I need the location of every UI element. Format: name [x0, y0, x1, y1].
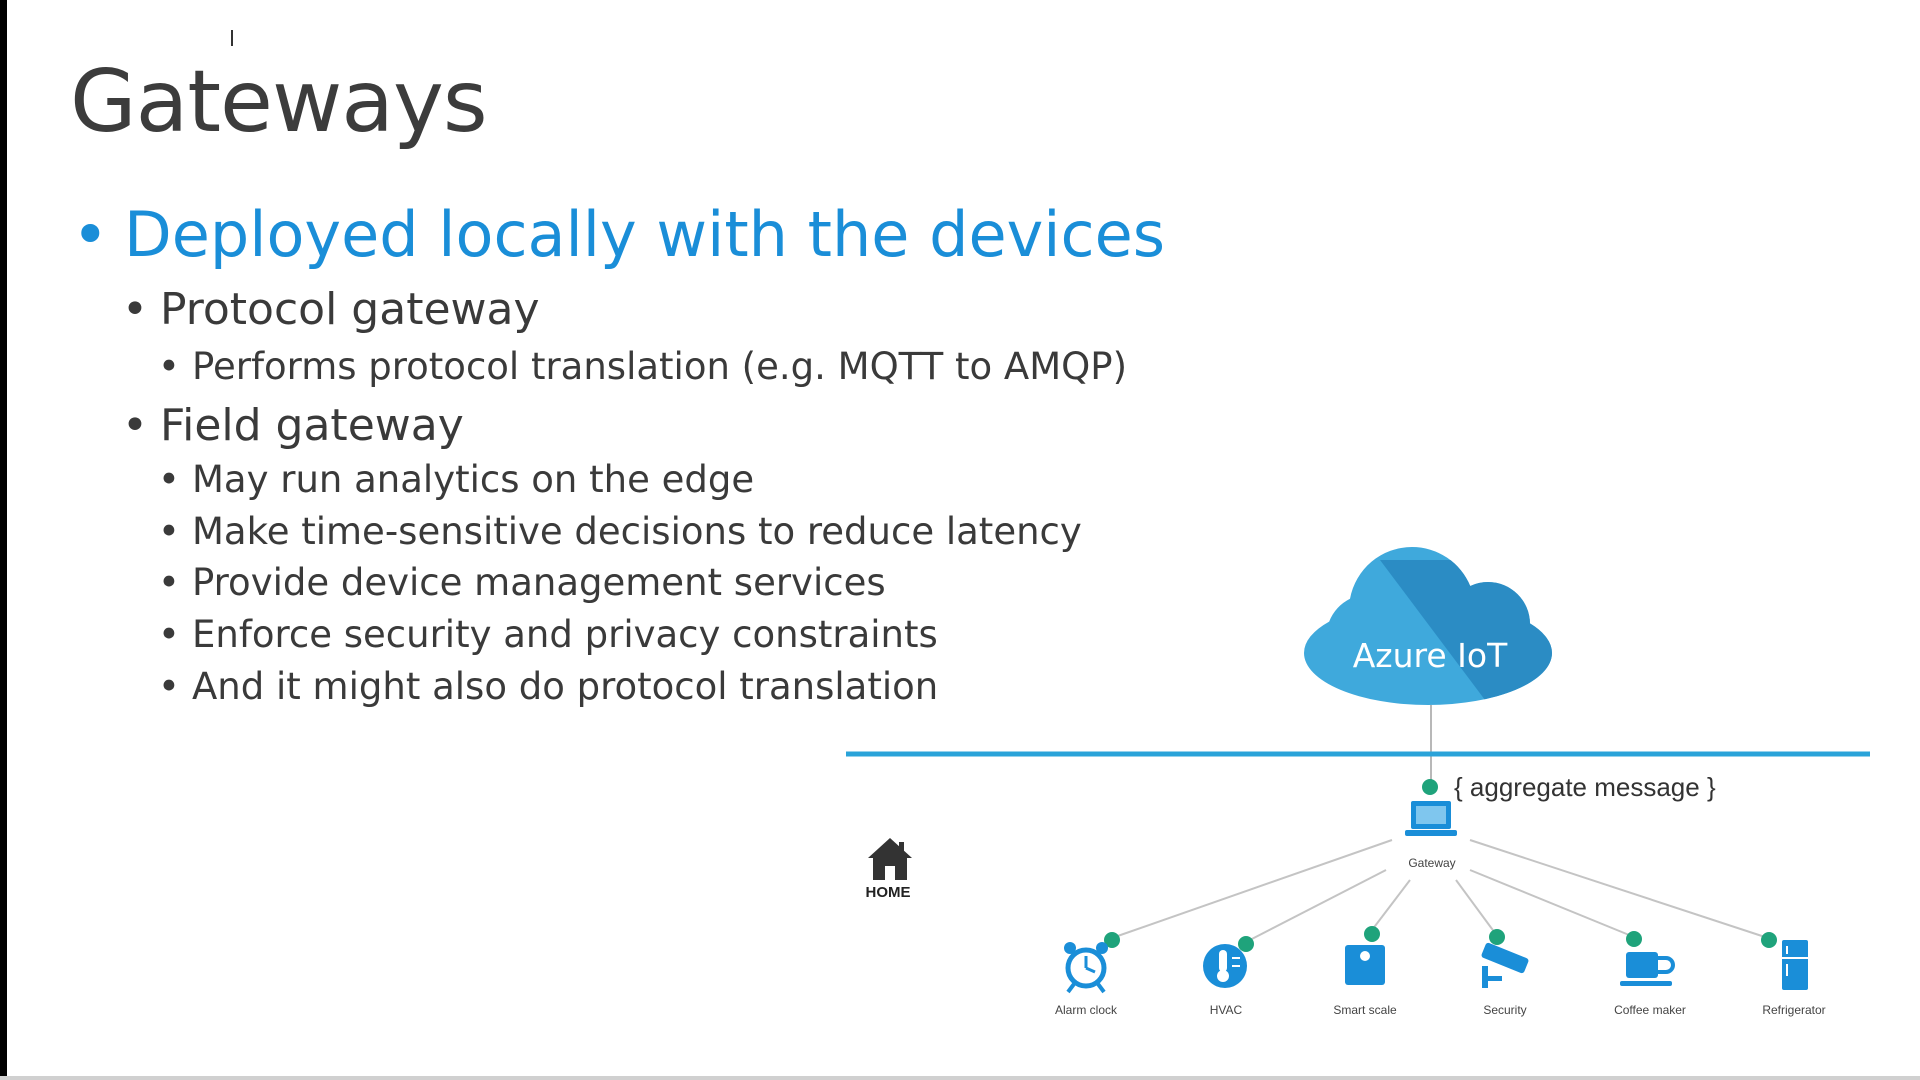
home-label: HOME	[865, 884, 911, 901]
refrigerator-icon	[1782, 940, 1808, 990]
device-links	[1111, 839, 1769, 943]
aggregate-message-label: { aggregate message }	[1454, 772, 1716, 802]
device-connector-dots	[1104, 926, 1777, 952]
protocol-gateway-heading: Protocol gateway	[160, 284, 540, 335]
bullet-dot: •	[158, 458, 180, 501]
gateway-label: Gateway	[1408, 856, 1456, 870]
list-item-text: May run analytics on the edge	[192, 458, 755, 501]
list-item-text: And it might also do protocol translatio…	[192, 665, 939, 708]
cloud-icon	[1304, 547, 1552, 705]
bullet-dot: •	[158, 613, 180, 656]
left-edge-bar	[0, 0, 7, 1080]
coffee-cup-icon	[1620, 952, 1675, 986]
alarm-clock-icon	[1064, 942, 1108, 994]
bullet-dot: •	[122, 284, 148, 335]
device-label-alarm-clock: Alarm clock	[1054, 1003, 1117, 1017]
home-icon	[868, 838, 912, 880]
main-bullet-text: Deployed locally with the devices	[124, 198, 1166, 271]
list-item-text: Performs protocol translation (e.g. MQTT…	[192, 345, 1128, 388]
thermometer-icon	[1203, 944, 1247, 988]
bottom-edge-bar	[0, 1076, 1920, 1080]
laptop-icon	[1405, 801, 1457, 836]
bullet-dot: •	[122, 400, 148, 451]
slide-title: Gateways	[70, 52, 488, 152]
device-label-security: Security	[1483, 1003, 1527, 1017]
bullet-dot: •	[158, 510, 180, 553]
list-item-text: Make time-sensitive decisions to reduce …	[192, 510, 1082, 553]
list-item-text: Provide device management services	[192, 561, 886, 604]
device-label-refrigerator: Refrigerator	[1762, 1003, 1826, 1017]
list-item-text: Enforce security and privacy constraints	[192, 613, 938, 656]
device-label-coffee-maker: Coffee maker	[1614, 1003, 1686, 1017]
gateway-connector-dot	[1422, 779, 1438, 795]
field-gateway-heading: Field gateway	[160, 400, 464, 451]
bullet-dot: •	[158, 345, 180, 388]
scale-icon	[1345, 945, 1385, 985]
bullet-dot: •	[158, 561, 180, 604]
security-camera-icon	[1481, 942, 1529, 988]
cloud-label: Azure IoT	[1352, 636, 1508, 675]
text-cursor	[231, 30, 233, 46]
device-label-smart-scale: Smart scale	[1333, 1003, 1397, 1017]
bullet-dot: •	[72, 198, 109, 271]
device-label-hvac: HVAC	[1209, 1003, 1243, 1017]
bullet-dot: •	[158, 665, 180, 708]
